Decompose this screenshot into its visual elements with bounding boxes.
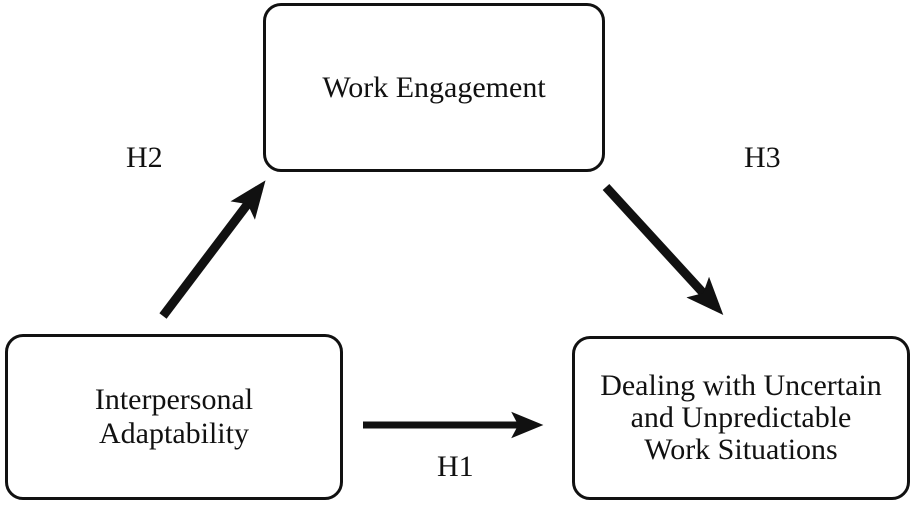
arrow-h2 [159,180,266,319]
arrow-h3 [602,183,724,315]
hypothesis-label-h2: H2 [126,141,163,174]
node-interpersonal-adaptability-label: Interpersonal Adaptability [94,383,254,450]
node-work-engagement-label: Work Engagement [322,70,546,104]
node-work-engagement: Work Engagement [263,3,605,172]
node-dealing-uncertain: Dealing with Uncertain and Unpredictable… [572,336,910,500]
node-interpersonal-adaptability: Interpersonal Adaptability [5,334,343,500]
hypothesis-label-h3: H3 [744,141,781,174]
hypothesis-label-h1: H1 [437,450,474,483]
node-dealing-uncertain-label: Dealing with Uncertain and Unpredictable… [600,369,882,466]
